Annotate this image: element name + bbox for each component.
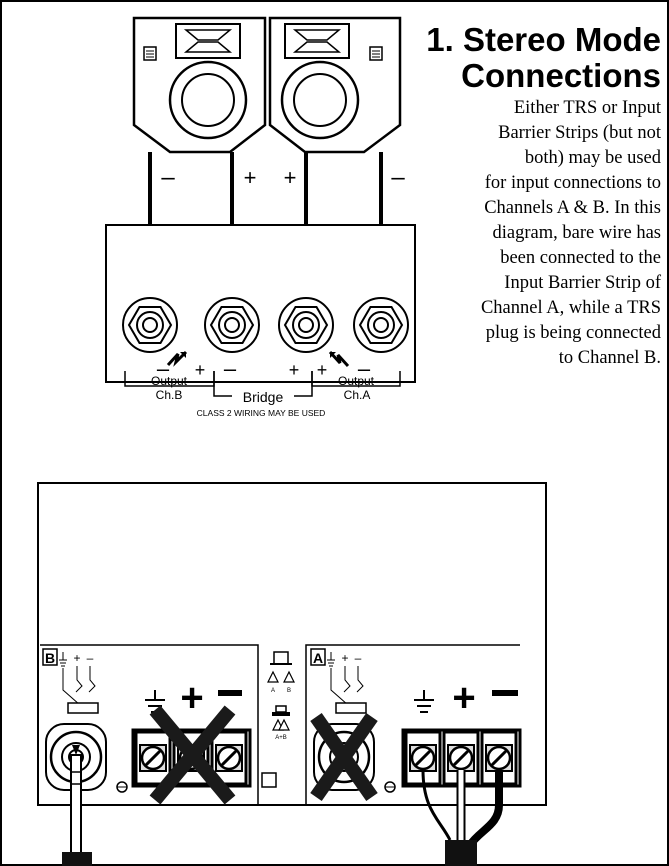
mode-switch: A B A+B	[261, 651, 295, 788]
out-minus-2: –	[224, 356, 237, 381]
strip-a-minus: –	[355, 651, 362, 665]
right-speaker	[268, 16, 402, 154]
title-line-2: Connections	[461, 57, 661, 94]
mode-checkbox[interactable]	[261, 772, 277, 788]
output-binding-post	[278, 297, 334, 353]
channel-b-label: Ch.B	[156, 388, 183, 402]
big-plus-a: +	[452, 676, 475, 720]
strip-b-plus: +	[73, 651, 80, 665]
mode-ab-label: A+B	[275, 735, 287, 741]
channel-b-letter: B	[45, 650, 55, 666]
description-line: Input Barrier Strip of	[504, 273, 661, 293]
big-minus-b-icon	[218, 690, 242, 696]
title-line-1: 1. Stereo Mode	[426, 21, 661, 58]
out-plus-2: +	[289, 360, 300, 380]
mode-b-label: B	[287, 688, 291, 694]
right-speaker-plus-label: +	[284, 165, 297, 190]
description-line: Either TRS or Input	[513, 98, 661, 118]
out-minus-3: –	[358, 356, 371, 381]
output-binding-post	[122, 297, 178, 353]
channel-b-section: B + –	[40, 644, 259, 866]
left-speaker	[132, 16, 267, 154]
screw-terminal	[134, 730, 172, 786]
output-b-label: Output	[151, 374, 188, 388]
lightning-a-arrowhead-icon	[330, 352, 336, 358]
description-line: Channel A, while a TRS	[480, 298, 661, 318]
lightning-b-icon	[166, 350, 188, 367]
description-line: Barrier Strips (but not	[498, 123, 661, 143]
output-binding-post	[353, 297, 409, 353]
strip-b-minus: –	[87, 651, 94, 665]
description-line: both) may be used	[524, 148, 661, 168]
strip-a-plus: +	[341, 651, 348, 665]
lightning-a-icon	[328, 350, 350, 368]
description-line: diagram, bare wire has	[492, 223, 661, 243]
description-line: to Channel B.	[558, 348, 661, 368]
description-line: plug is being connected	[485, 323, 661, 343]
lightning-b-arrowhead-icon	[180, 352, 186, 358]
big-minus-a-icon	[492, 690, 518, 696]
out-minus-1: –	[157, 356, 170, 381]
left-speaker-minus-label: –	[161, 164, 175, 191]
wiring-note: CLASS 2 WIRING MAY BE USED	[197, 408, 326, 418]
output-binding-post	[204, 297, 260, 353]
left-speaker-plus-label: +	[244, 165, 257, 190]
mode-a-label: A	[271, 688, 275, 694]
out-plus-3: +	[317, 360, 328, 380]
description-line: for input connections to	[484, 173, 661, 193]
description-line: been connected to the	[500, 248, 661, 268]
channel-a-letter: A	[313, 650, 323, 666]
big-plus-b: +	[180, 676, 203, 720]
section-description: Either TRS or Input Barrier Strips (but …	[411, 96, 661, 371]
right-speaker-minus-label: –	[391, 164, 405, 191]
out-plus-1: +	[195, 360, 206, 380]
bridge-label: Bridge	[243, 389, 284, 405]
channel-a-label: Ch.A	[344, 388, 371, 402]
output-a-label: Output	[338, 374, 375, 388]
section-title: 1. Stereo Mode Connections	[401, 22, 661, 94]
description-line: Channels A & B. In this	[484, 198, 661, 218]
bare-wires	[421, 769, 503, 866]
